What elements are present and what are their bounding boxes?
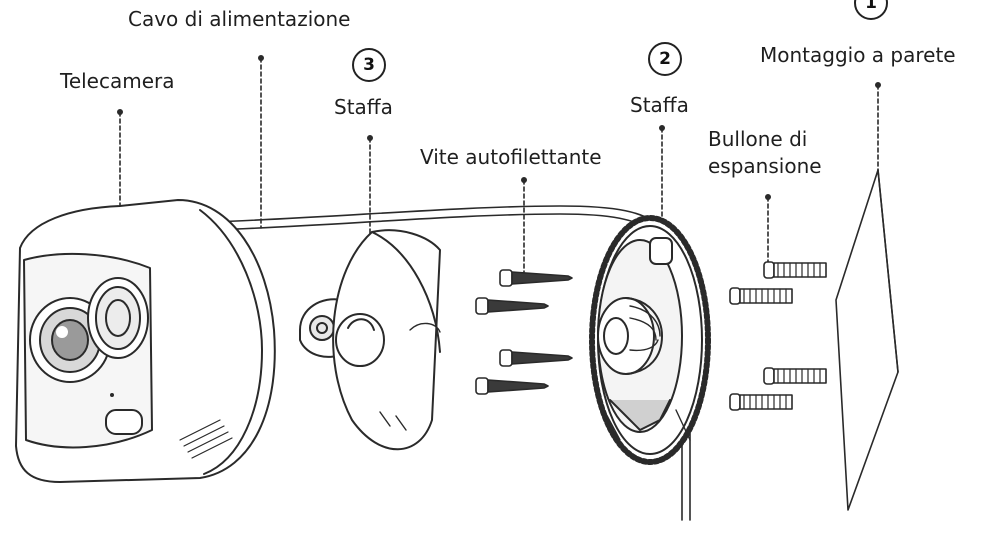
cable-label: Cavo di alimentazione — [128, 7, 351, 31]
screw-label: Vite autofilettante — [420, 145, 602, 169]
wall-mount-label: Montaggio a parete — [760, 43, 956, 67]
bracket-2-illustration — [589, 215, 711, 465]
bracket-3-label: Staffa — [334, 95, 393, 119]
anchor-label-line2: espansione — [708, 154, 822, 178]
self-tapping-screws — [475, 269, 573, 395]
bracket-3-illustration — [332, 229, 441, 451]
camera-illustration — [15, 199, 276, 483]
wall-illustration — [835, 169, 899, 511]
power-cable — [209, 205, 691, 521]
step-2-badge: 2 — [648, 42, 682, 76]
bracket-2-label: Staffa — [630, 93, 689, 117]
anchor-label-line1: Bullone di — [708, 127, 808, 151]
camera-label: Telecamera — [60, 69, 175, 93]
expansion-bolts — [729, 261, 827, 411]
leader-dots — [117, 55, 881, 200]
step-3-badge: 3 — [352, 48, 386, 82]
